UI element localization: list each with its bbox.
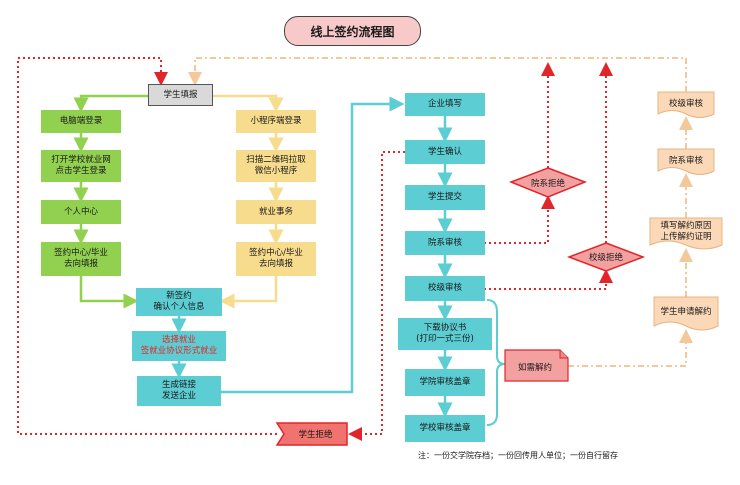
node-student-confirm: 学生确认 bbox=[405, 140, 485, 164]
node-r-dept-review: 院系审核 bbox=[668, 156, 703, 166]
school-reject-diamond bbox=[566, 242, 646, 272]
line-confirm-to-reject bbox=[348, 151, 405, 441]
line-dept-to-deptreject bbox=[484, 195, 555, 244]
line-pc-to-new bbox=[79, 276, 139, 309]
line-cancel-to-apply bbox=[568, 329, 693, 367]
node-mp-affairs: 就业事务 bbox=[236, 200, 316, 224]
line-rschool-to-start bbox=[188, 57, 687, 92]
need-cancel-shape bbox=[504, 349, 569, 382]
node-pc-sign: 签约中心/毕业 去向填报 bbox=[41, 242, 121, 276]
node-school-reject: 校级拒绝 bbox=[588, 253, 623, 263]
node-pc-center: 个人中心 bbox=[41, 200, 121, 224]
node-fill-reason: 填写解约原因 上传解约证明 bbox=[660, 220, 712, 242]
node-dept-seal: 学院审核盖章 bbox=[405, 369, 485, 396]
node-student-reject: 学生拒绝 bbox=[298, 430, 333, 440]
node-generate-link: 生成链接 发送企业 bbox=[137, 376, 221, 406]
r-dept-review-shape bbox=[657, 148, 715, 175]
node-enterprise-fill: 企业填写 bbox=[405, 93, 485, 116]
node-r-school-review: 校级审核 bbox=[668, 99, 703, 109]
fill-reason-shape bbox=[649, 217, 723, 250]
line-school-to-schoolreject bbox=[484, 269, 613, 290]
line-start-to-pc bbox=[73, 94, 148, 113]
node-school-seal: 学校审核盖章 bbox=[405, 415, 485, 442]
node-choose-employment: 选择就业 签就业协议形式就业 bbox=[132, 331, 226, 361]
node-dept-review: 院系审核 bbox=[405, 231, 485, 255]
node-school-review: 校级审核 bbox=[405, 276, 485, 301]
line-student-reject-to-start bbox=[17, 57, 277, 435]
line-mp-to-new bbox=[219, 276, 278, 309]
student-reject-tag bbox=[275, 422, 348, 446]
line-gen-to-ent bbox=[221, 96, 405, 394]
dept-reject-diamond bbox=[508, 167, 588, 198]
node-apply-cancel: 学生申请解约 bbox=[660, 306, 712, 317]
footnote: 注：一份交学院存档；一份回传用人单位；一份自行留存 bbox=[418, 451, 618, 460]
node-mp-scan: 扫描二维码拉取 微信小程序 bbox=[236, 150, 316, 182]
node-mp-login: 小程序端登录 bbox=[236, 110, 316, 133]
page-title: 线上签约流程图 bbox=[284, 16, 421, 46]
node-mp-sign: 签约中心/毕业 去向填报 bbox=[236, 242, 316, 276]
node-need-cancel: 如需解约 bbox=[517, 362, 552, 373]
node-student-fill: 学生填报 bbox=[148, 84, 213, 106]
apply-cancel-shape bbox=[653, 296, 719, 331]
r-school-review-shape bbox=[657, 91, 715, 118]
node-download: 下载协议书 (打印一式三份) bbox=[398, 318, 492, 350]
node-pc-open: 打开学校就业网 点击学生登录 bbox=[41, 150, 121, 182]
node-pc-login: 电脑端登录 bbox=[41, 110, 121, 133]
node-dept-reject: 院系拒绝 bbox=[530, 178, 565, 189]
line-start-to-mp bbox=[213, 94, 284, 113]
node-new-sign: 新签约 确认个人信息 bbox=[136, 288, 222, 316]
node-student-submit: 学生提交 bbox=[405, 185, 485, 210]
